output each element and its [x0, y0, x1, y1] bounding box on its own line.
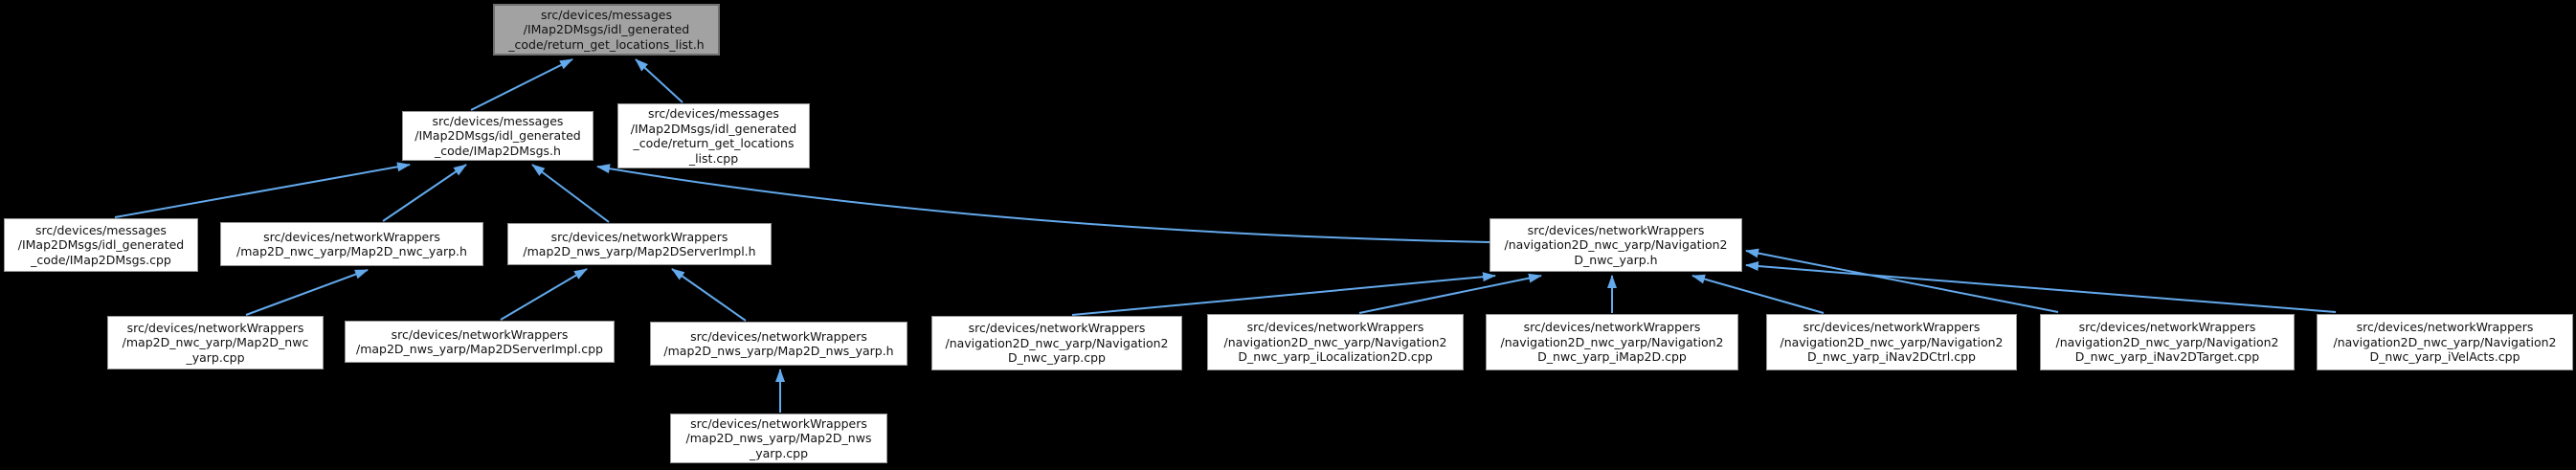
edge-map2dserverimpl-cpp-to-map2dserverimpl-h	[500, 268, 588, 321]
edge-navigation2d-nwc-yarp-ivelacts-cpp-to-navigation2d-nwc-yarp-h	[1745, 261, 2337, 313]
edge-imap2dmsgs-h-to-return-get-locations-list-h	[470, 58, 573, 111]
edge-imap2dmsgs-cpp-to-imap2dmsgs-h	[114, 162, 411, 218]
node-map2d-nwc-yarp-cpp[interactable]: src/devices/networkWrappers /map2D_nwc_y…	[107, 316, 324, 369]
node-map2dserverimpl-cpp[interactable]: src/devices/networkWrappers /map2D_nws_y…	[345, 321, 615, 363]
edge-navigation2d-nwc-yarp-h-to-imap2dmsgs-h	[596, 164, 1490, 243]
edge-map2d-nwc-yarp-cpp-to-map2d-nwc-yarp-h	[245, 269, 369, 316]
node-map2dserverimpl-h[interactable]: src/devices/networkWrappers /map2D_nws_y…	[507, 223, 772, 265]
node-navigation2d-nwc-yarp-cpp[interactable]: src/devices/networkWrappers /navigation2…	[931, 316, 1182, 370]
node-map2d-nws-yarp-cpp[interactable]: src/devices/networkWrappers /map2D_nws_y…	[670, 414, 887, 463]
node-imap2dmsgs-cpp[interactable]: src/devices/messages /IMap2DMsgs/idl_gen…	[4, 218, 198, 272]
node-navigation2d-nwc-yarp-inav2dctrl-cpp[interactable]: src/devices/networkWrappers /navigation2…	[1766, 314, 2017, 370]
edge-navigation2d-nwc-yarp-inav2dctrl-cpp-to-navigation2d-nwc-yarp-h	[1691, 274, 1825, 314]
node-return-get-locations-list-cpp[interactable]: src/devices/messages /IMap2DMsgs/idl_gen…	[617, 103, 810, 168]
node-return-get-locations-list-h: src/devices/messages /IMap2DMsgs/idl_gen…	[493, 4, 720, 56]
node-imap2dmsgs-h[interactable]: src/devices/messages /IMap2DMsgs/idl_gen…	[402, 111, 594, 161]
edge-navigation2d-nwc-yarp-ilocalization2d-cpp-to-navigation2d-nwc-yarp-h	[1358, 273, 1542, 314]
node-navigation2d-nwc-yarp-imap2d-cpp[interactable]: src/devices/networkWrappers /navigation2…	[1486, 314, 1738, 370]
node-navigation2d-nwc-yarp-ivelacts-cpp[interactable]: src/devices/networkWrappers /navigation2…	[2317, 314, 2573, 370]
node-map2d-nws-yarp-h[interactable]: src/devices/networkWrappers /map2D_nws_y…	[650, 322, 907, 366]
node-navigation2d-nwc-yarp-inav2dtarget-cpp[interactable]: src/devices/networkWrappers /navigation2…	[2040, 314, 2295, 370]
edge-map2d-nwc-yarp-h-to-imap2dmsgs-h	[382, 164, 467, 222]
node-navigation2d-nwc-yarp-ilocalization2d-cpp[interactable]: src/devices/networkWrappers /navigation2…	[1207, 314, 1464, 370]
edge-map2d-nws-yarp-h-to-map2dserverimpl-h	[671, 268, 747, 322]
edge-return-get-locations-list-cpp-to-return-get-locations-list-h	[635, 58, 683, 103]
node-map2d-nwc-yarp-h[interactable]: src/devices/networkWrappers /map2D_nwc_y…	[220, 222, 483, 266]
node-navigation2d-nwc-yarp-h[interactable]: src/devices/networkWrappers /navigation2…	[1490, 218, 1742, 272]
edge-navigation2d-nwc-yarp-cpp-to-navigation2d-nwc-yarp-h	[1071, 272, 1496, 316]
edge-navigation2d-nwc-yarp-inav2dtarget-cpp-to-navigation2d-nwc-yarp-h	[1745, 248, 2059, 313]
edge-map2dserverimpl-h-to-imap2dmsgs-h	[531, 164, 610, 223]
